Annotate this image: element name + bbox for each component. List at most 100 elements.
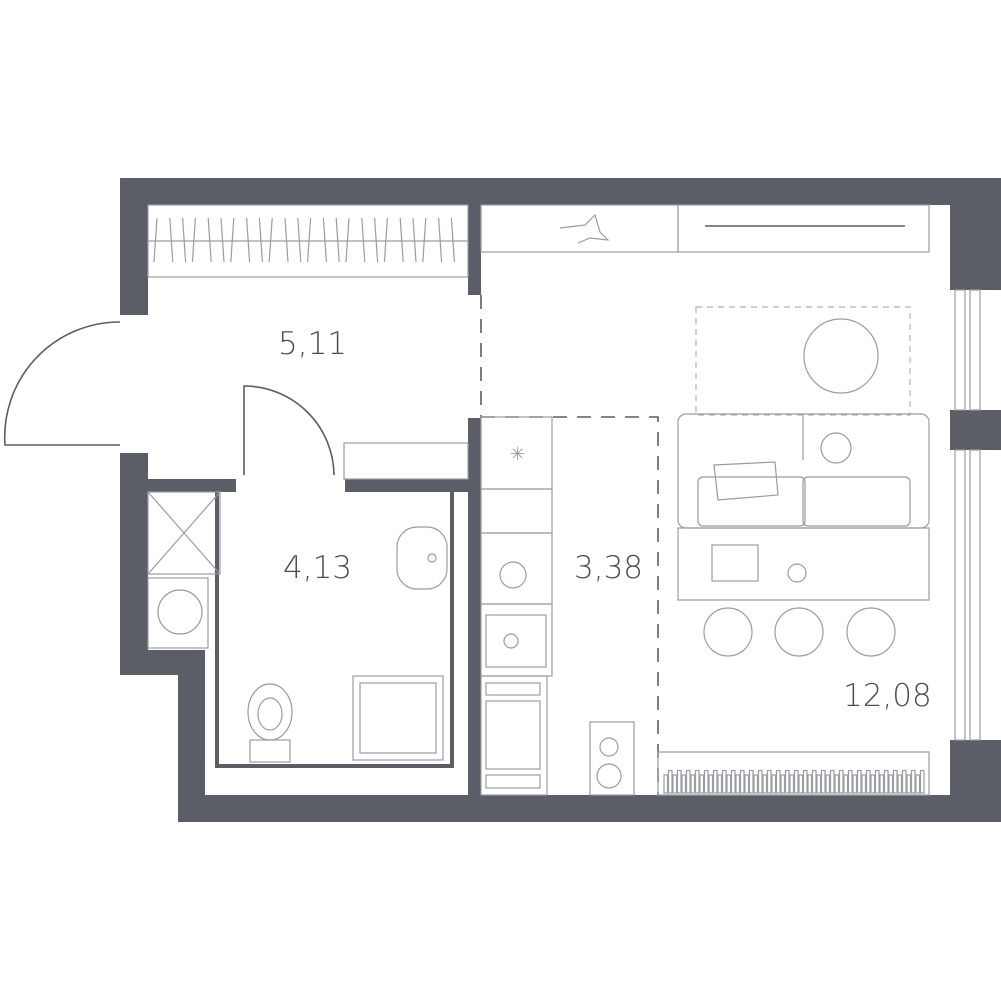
book-icon (879, 774, 885, 794)
book-icon (883, 769, 889, 794)
book-icon (865, 769, 871, 794)
book-icon (672, 774, 678, 794)
hanger-icon (399, 217, 404, 263)
hanger-icon (169, 217, 174, 263)
hanger-icon (191, 217, 196, 263)
hanger-icon (322, 217, 327, 263)
book-icon (676, 769, 682, 794)
washing-machine (147, 577, 209, 649)
washing-machine-drum-icon (157, 589, 203, 635)
windows (954, 289, 981, 741)
toilet-icon (247, 683, 293, 741)
fridge-icon (480, 675, 548, 796)
sofa-icon (677, 413, 930, 529)
book-icon (757, 769, 763, 794)
bathroom-door (243, 385, 335, 476)
book-icon (703, 769, 709, 794)
hanger-icon (246, 217, 251, 263)
shower-tray-icon (352, 675, 444, 761)
plant-icon: ✳ (510, 444, 525, 465)
cat-icon (820, 432, 852, 464)
book-icon (712, 769, 718, 794)
book-icon (843, 774, 849, 794)
book-icon (829, 769, 835, 794)
hanger-icon (335, 217, 340, 263)
book-icon (690, 774, 696, 794)
room-area-living-room: 12,08 (843, 678, 932, 714)
book-icon (681, 774, 687, 794)
book-icon (753, 774, 759, 794)
book-icon (915, 774, 921, 794)
hanger-icon (422, 217, 427, 263)
stool-icon (774, 607, 824, 657)
hanger-icon (220, 217, 225, 263)
book-icon (897, 774, 903, 794)
book-icon (852, 774, 858, 794)
utility-closet (147, 491, 221, 649)
book-icon (762, 774, 768, 794)
book-icon (874, 769, 880, 794)
book-icon (919, 769, 925, 794)
book-icon (784, 769, 790, 794)
book-icon (775, 769, 781, 794)
book-icon (780, 774, 786, 794)
kitchen-units: ✳ (480, 416, 635, 796)
room-area-hallway: 5,11 (278, 326, 347, 362)
book-icon (807, 774, 813, 794)
coffee-table-icon (803, 318, 879, 394)
hanger-icon (207, 217, 212, 263)
book-icon (847, 769, 853, 794)
sink-icon (396, 526, 448, 590)
laptop-icon (711, 544, 759, 582)
room-area-kitchen: 3,38 (574, 550, 643, 586)
entrance-door (3, 321, 121, 446)
book-icon (663, 774, 669, 794)
wardrobe (147, 204, 469, 278)
book-icon (861, 774, 867, 794)
hanger-icon (153, 217, 158, 263)
book-icon (735, 774, 741, 794)
book-icon (798, 774, 804, 794)
book-icon (811, 769, 817, 794)
book-icon (685, 769, 691, 794)
book-icon (870, 774, 876, 794)
book-icon (838, 769, 844, 794)
book-icon (856, 769, 862, 794)
book-icon (901, 769, 907, 794)
kitchen-sink-icon (485, 614, 547, 668)
hanger-icon (307, 217, 312, 263)
book-icon (766, 769, 772, 794)
book-icon (667, 769, 673, 794)
top-shelves (480, 204, 930, 253)
hanger-icon (438, 217, 443, 263)
book-icon (721, 769, 727, 794)
book-icon (802, 769, 808, 794)
book-icon (708, 774, 714, 794)
book-icon (694, 769, 700, 794)
cup-icon (787, 563, 807, 583)
bookshelf (657, 751, 930, 796)
hanger-icon (383, 217, 388, 263)
bar-table (677, 527, 930, 657)
book-icon (771, 774, 777, 794)
hanger-icon (258, 217, 263, 263)
book-icon (789, 774, 795, 794)
book-icon (717, 774, 723, 794)
book-icon (730, 769, 736, 794)
hanger-icon (345, 217, 350, 263)
hanger-icon (297, 217, 302, 263)
bathroom-fixtures (247, 526, 448, 763)
pillow-icon (713, 461, 779, 501)
book-icon (825, 774, 831, 794)
room-area-bathroom: 4,13 (283, 550, 352, 586)
stool-icon (703, 607, 753, 657)
book-icon (820, 769, 826, 794)
book-icon (906, 774, 912, 794)
book-icon (888, 774, 894, 794)
book-icon (726, 774, 732, 794)
hanger-icon (374, 217, 379, 263)
book-icon (910, 769, 916, 794)
stove-icon (589, 721, 635, 796)
kitchen-zone-divider (481, 416, 659, 795)
